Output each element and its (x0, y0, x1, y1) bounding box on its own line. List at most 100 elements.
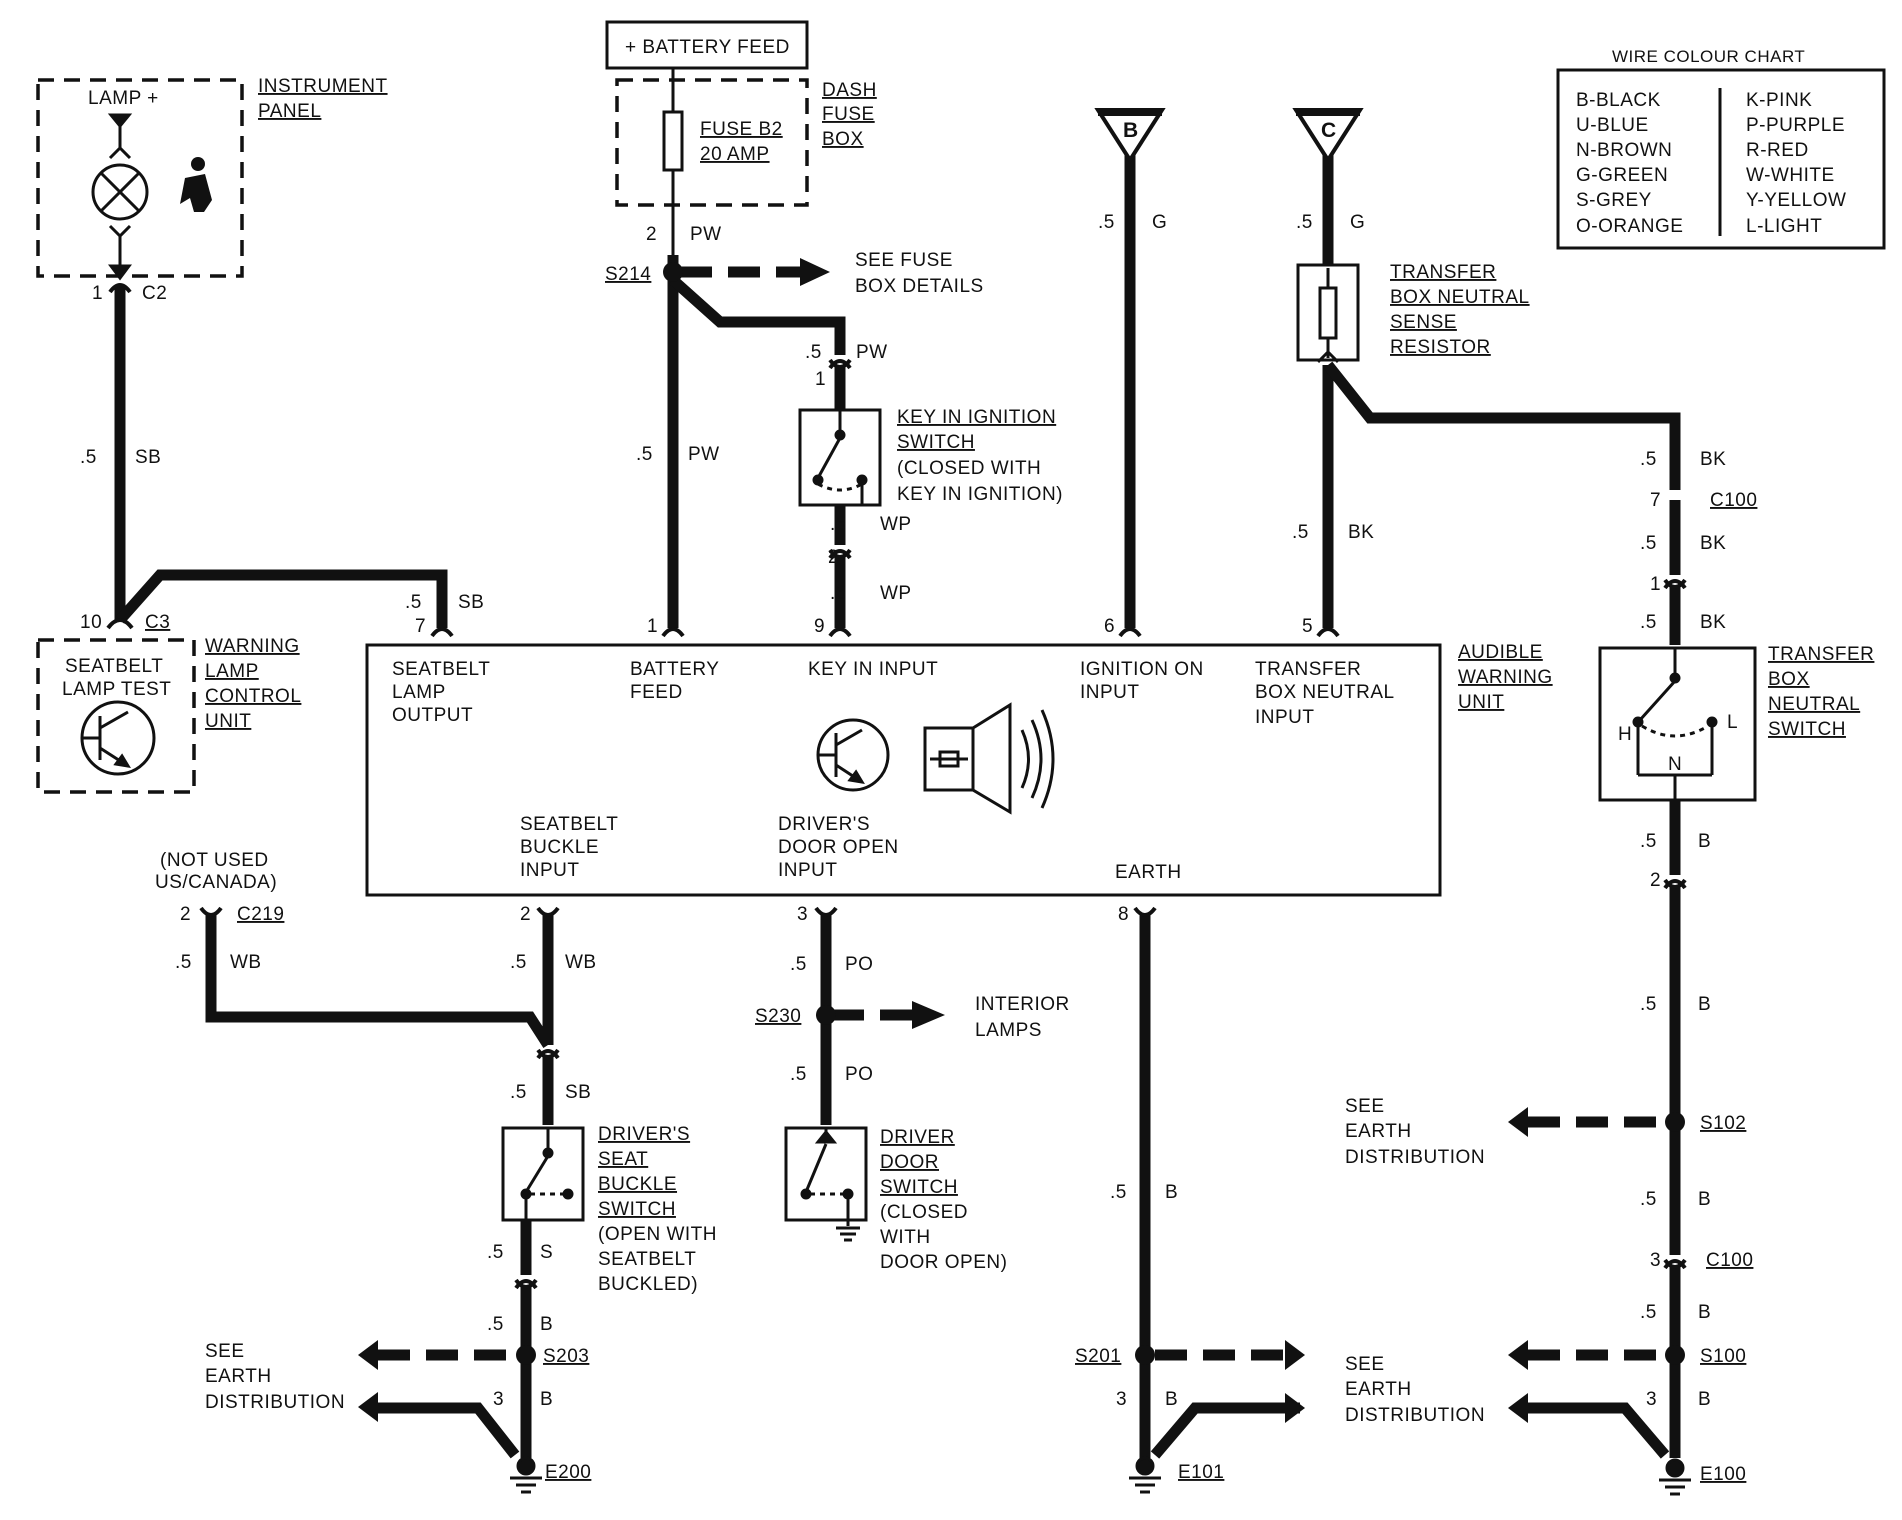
not-used-1: (NOT USED (160, 850, 269, 871)
wire-b-e101-dist (1150, 1402, 1300, 1459)
in-transfer-1: TRANSFER (1255, 659, 1361, 680)
interior-1: INTERIOR (975, 994, 1070, 1015)
cap-pin2 (536, 906, 560, 917)
speaker-icon (923, 702, 1055, 815)
key-switch-note-2: KEY IN IGNITION) (897, 484, 1063, 505)
resistor-label-4: RESISTOR (1390, 337, 1491, 358)
door-note-1: (CLOSED (880, 1202, 968, 1223)
see-earth-1-a: SEE (205, 1341, 245, 1362)
instrument-panel-box (36, 78, 244, 278)
cap-c100-a (1663, 579, 1687, 590)
wl-pw3-color: PW (856, 342, 888, 363)
pin-5: 5 (1302, 616, 1313, 637)
see-earth-3-c: DISTRIBUTION (1345, 1147, 1485, 1168)
cap-wp-a (828, 549, 852, 560)
cap-s-b (514, 1278, 538, 1289)
wl-wp2-size: .5 (830, 583, 847, 604)
audible-warning-unit (365, 643, 1442, 897)
wl-sb1-color: SB (135, 447, 161, 468)
pin-8: 8 (1118, 904, 1129, 925)
warning-label-2: LAMP (205, 661, 259, 682)
in-door-1: DRIVER'S (778, 814, 870, 835)
cap-ts-b (1663, 878, 1687, 889)
wl-b-mid-color: B (1698, 994, 1711, 1015)
arrowheads (358, 258, 1560, 1423)
cap-pin7 (430, 627, 454, 638)
wl-g2-color: G (1350, 212, 1365, 233)
wl-wp-pin: 2 (828, 547, 839, 568)
battery-feed-label: + BATTERY FEED (625, 37, 790, 58)
ground-e200-icon (510, 1456, 542, 1494)
door-label-3: SWITCH (880, 1177, 958, 1198)
connector-b-label: B (1123, 119, 1139, 142)
ts-l: L (1727, 712, 1738, 733)
unit-transistor-icon (816, 718, 890, 792)
wire-b-e100-dist (1560, 1402, 1670, 1459)
splice-s214 (663, 262, 683, 282)
wl-b203-color: B (540, 1314, 553, 1335)
door-note-2: WITH (880, 1227, 931, 1248)
dash-fuse-box (615, 78, 809, 207)
connector-b (1094, 108, 1166, 164)
wl-pw1-color: PW (690, 224, 722, 245)
instrument-label-2: PANEL (258, 101, 321, 122)
wire-bk-to-switch (1323, 361, 1681, 490)
arrow-interior (912, 1001, 945, 1029)
wl-wp1-color: WP (880, 514, 912, 535)
color-right-5: Y-YELLOW (1746, 190, 1846, 211)
arrow-e101-right (1285, 1393, 1305, 1423)
cap-buckle-b (536, 1048, 560, 1059)
dash-fuse-label-2: FUSE (822, 104, 875, 125)
lamp-plus: LAMP + (88, 88, 159, 109)
wl-b3-100-size: 3 (1646, 1389, 1657, 1410)
wl-b-c100-size: .5 (1640, 1189, 1657, 1210)
wl-b203-size: .5 (487, 1314, 504, 1335)
audible-label-1: AUDIBLE (1458, 642, 1543, 663)
cap-buckle-a (536, 1049, 560, 1060)
wl-b201-color: B (1165, 1182, 1178, 1203)
distribution-wires (378, 266, 1668, 1361)
s201-label: S201 (1075, 1346, 1121, 1367)
wl-po2-size: .5 (790, 1064, 807, 1085)
c100-upper-pin: 7 (1650, 490, 1661, 511)
transfer-switch-icon (1632, 648, 1718, 800)
wire-b-e200-dist (410, 1402, 520, 1459)
pin-7: 7 (415, 616, 426, 637)
cap-wp-b (828, 548, 852, 559)
dash-fuse-label-1: DASH (822, 80, 877, 101)
color-left-2: U-BLUE (1576, 115, 1649, 136)
key-switch-note-1: (CLOSED WITH (897, 458, 1041, 479)
e200-label: E200 (545, 1462, 591, 1483)
wl-b3-201-color: B (1165, 1389, 1178, 1410)
audible-label-3: UNIT (1458, 692, 1504, 713)
cap-key-top (828, 359, 852, 370)
color-left-5: S-GREY (1576, 190, 1652, 211)
e100-label: E100 (1700, 1464, 1746, 1485)
color-chart-title: WIRE COLOUR CHART (1612, 47, 1805, 66)
ground-symbols (510, 1456, 1691, 1496)
color-right-3: R-RED (1746, 140, 1809, 161)
wl-pw2-size: .5 (636, 444, 653, 465)
resistor-label-3: SENSE (1390, 312, 1457, 333)
wl-b3-201-size: 3 (1116, 1389, 1127, 1410)
cap-key-top2 (828, 358, 852, 369)
door-switch-icon (800, 1128, 860, 1242)
cap-pin9 (828, 627, 852, 638)
wl-g1-color: G (1152, 212, 1167, 233)
cap-pin3 (814, 906, 838, 917)
wl-sb2-size: .5 (405, 592, 422, 613)
buckle-note-1: (OPEN WITH (598, 1224, 717, 1245)
buckle-switch-box (501, 1126, 585, 1222)
door-label-1: DRIVER (880, 1127, 955, 1148)
cap-c3 (106, 618, 134, 630)
cap-c100l-a (1663, 1259, 1687, 1270)
e101-label: E101 (1178, 1462, 1224, 1483)
in-buckle-3: INPUT (520, 860, 580, 881)
wl-b3-203-color: B (540, 1389, 553, 1410)
color-right-4: W-WHITE (1746, 165, 1835, 186)
wl-wb2-size: .5 (510, 952, 527, 973)
connector-c-label: C (1321, 119, 1337, 142)
wl-bk2-color: BK (1700, 533, 1726, 554)
wl-sb2-color: SB (458, 592, 484, 613)
